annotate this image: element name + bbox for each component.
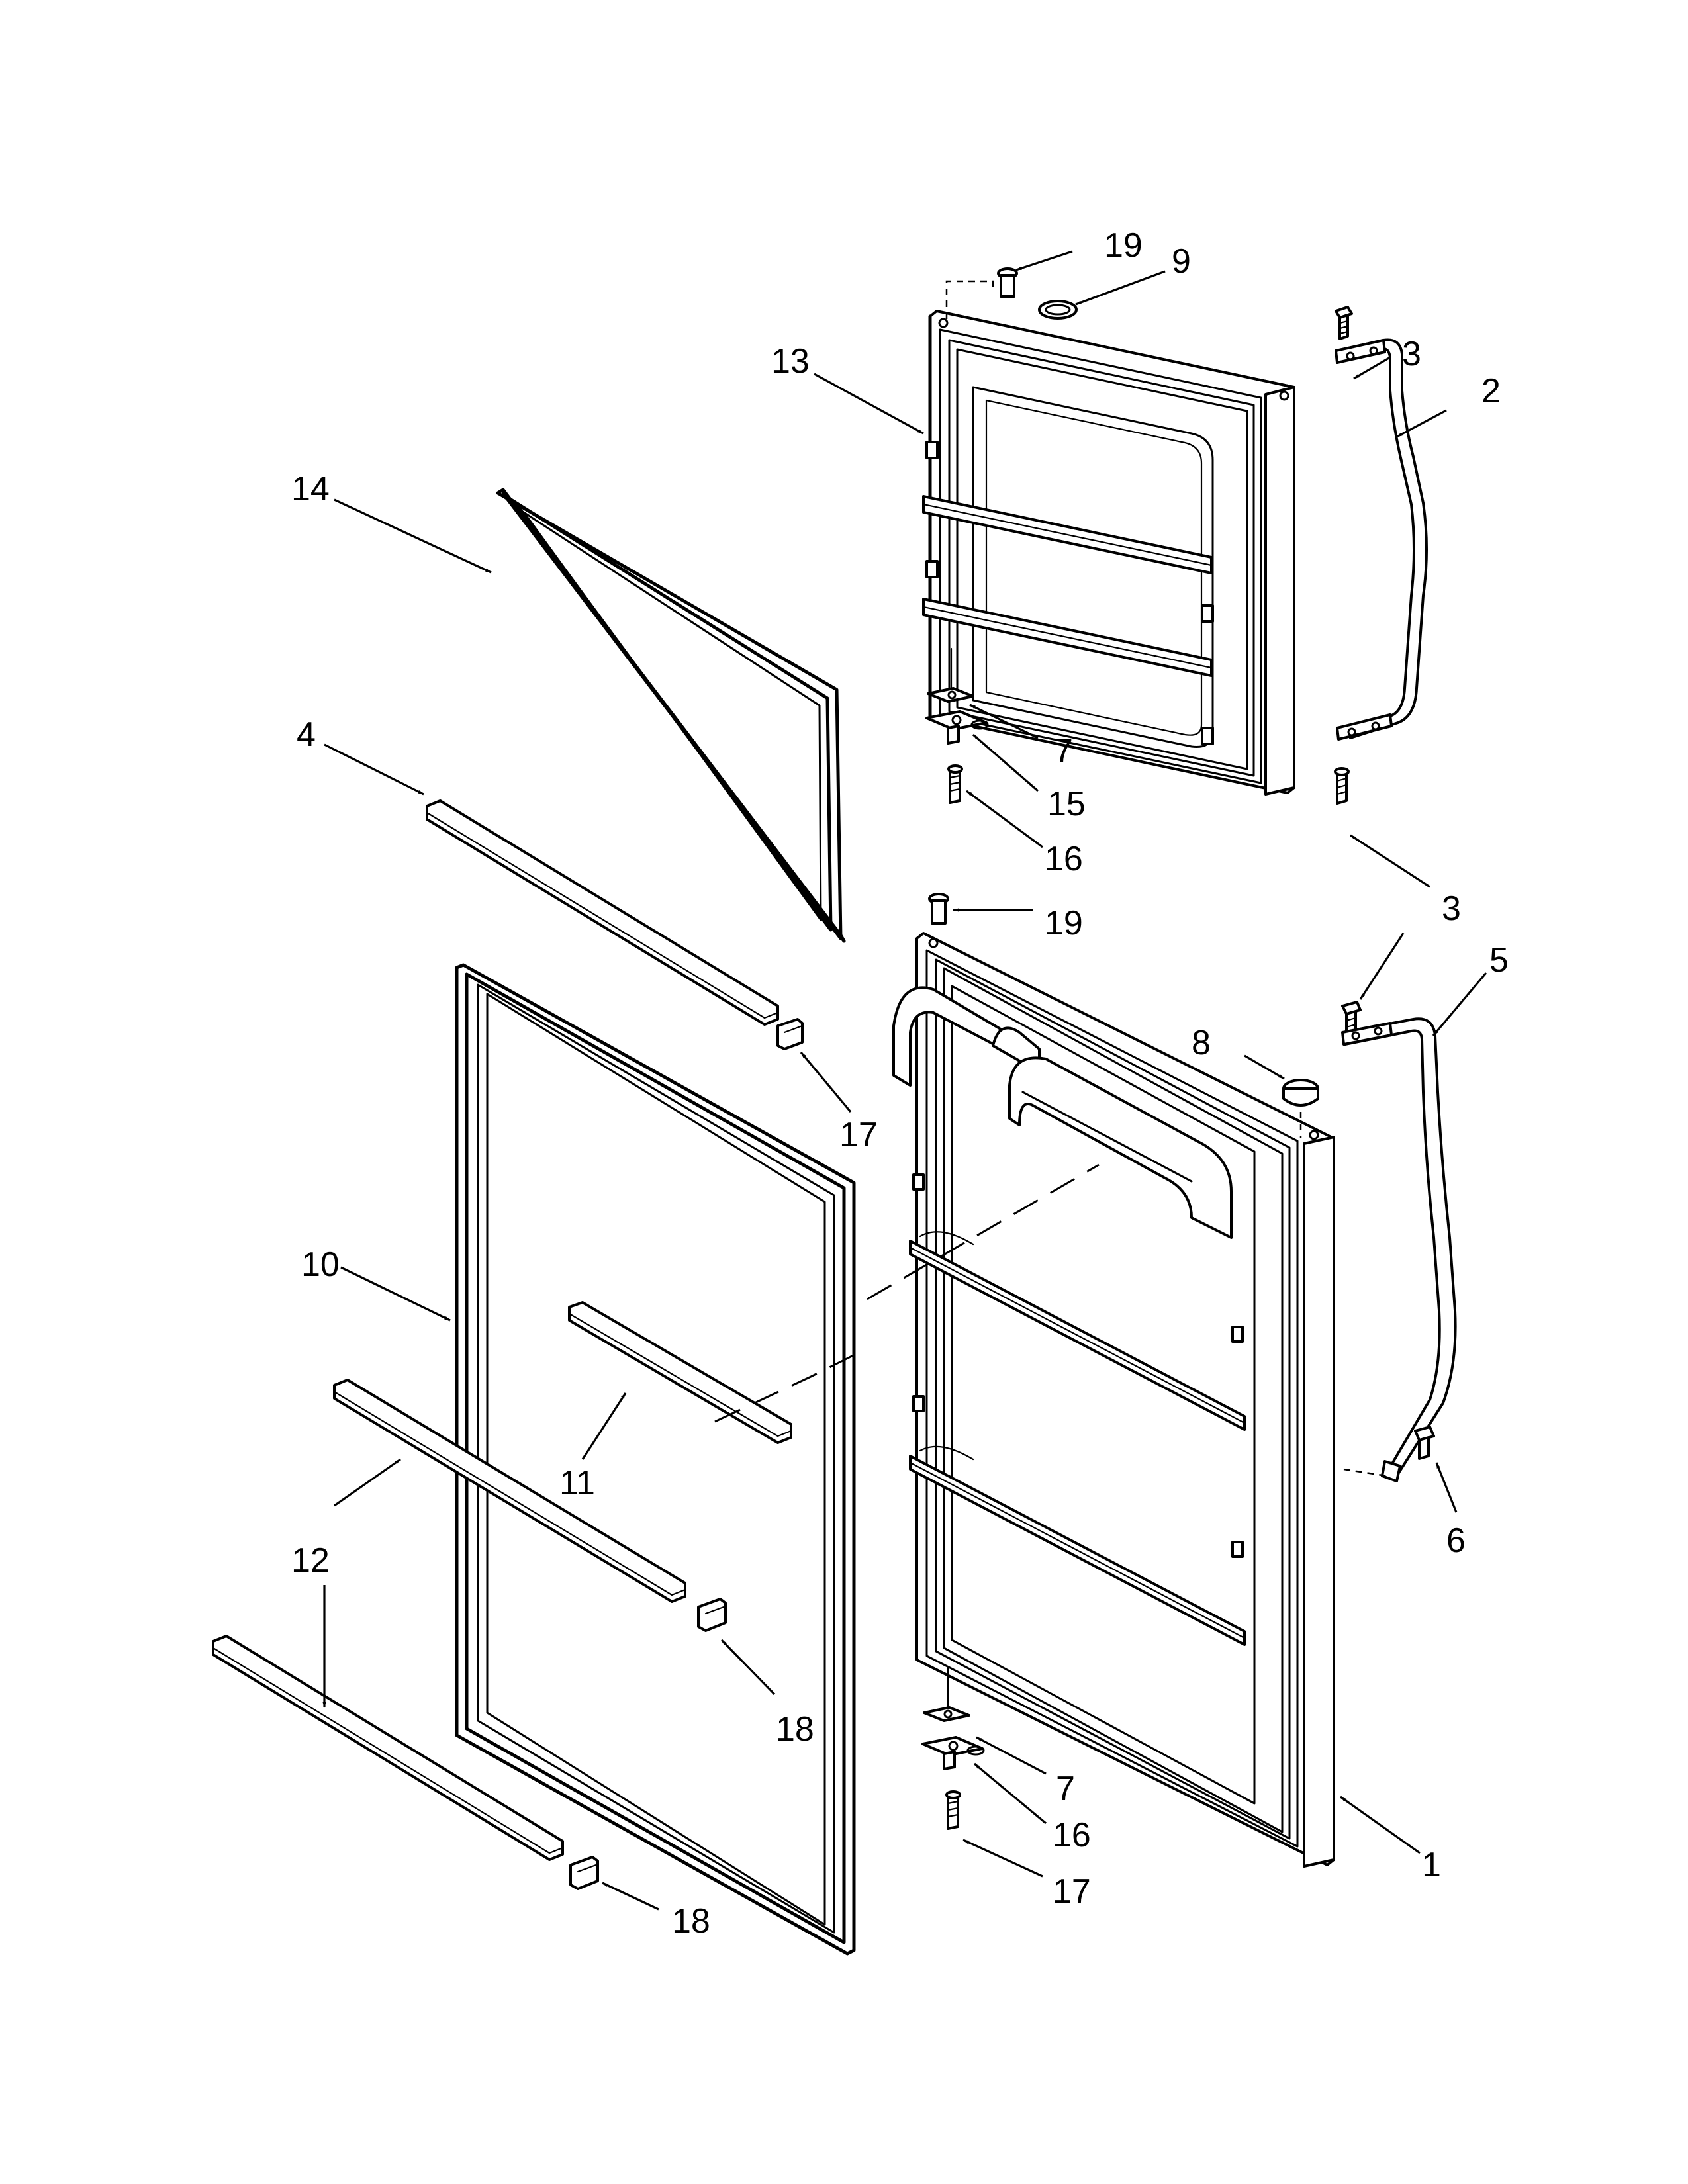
- fresh-food-door: [892, 932, 1335, 1868]
- screw-3-b: [1334, 767, 1350, 805]
- trim-11: [568, 1301, 792, 1444]
- callout-labels: 19 9 13 3 2 14 4 7 15 16 3 19 5 8 17 10 …: [291, 226, 1509, 1940]
- callout-3-top: 3: [1402, 335, 1421, 373]
- callout-13: 13: [771, 342, 810, 381]
- trim-4: [426, 799, 779, 1026]
- callout-1: 1: [1422, 1846, 1441, 1884]
- lower-hinge: [921, 1666, 985, 1830]
- callout-16-lower: 17: [1053, 1872, 1091, 1911]
- plug-8: [1282, 1079, 1319, 1138]
- callout-8: 8: [1192, 1024, 1211, 1062]
- callout-3-mid: 3: [1442, 889, 1461, 928]
- alignment-line-9: [867, 1163, 1100, 1300]
- callout-17: 17: [839, 1116, 878, 1154]
- callout-4: 4: [297, 715, 316, 754]
- trim-12-lower: [212, 1635, 564, 1861]
- callout-7-lower: 7: [1056, 1770, 1075, 1808]
- washer-10: [1038, 300, 1078, 320]
- pin-19-lower: [928, 893, 949, 925]
- callout-6: 6: [1446, 1522, 1466, 1560]
- pin-19-top: [997, 267, 1018, 298]
- fresh-food-handle: [1341, 1017, 1457, 1482]
- screw-3-a: [1335, 306, 1353, 340]
- callout-12: 12: [291, 1541, 330, 1580]
- trim-12-upper: [333, 1379, 686, 1603]
- callout-16-top: 16: [1045, 840, 1083, 878]
- freezer-gasket: [496, 488, 846, 943]
- callout-10: 9: [1172, 242, 1191, 281]
- callout-7-top: 7: [1054, 732, 1073, 770]
- clip-18-upper: [697, 1598, 727, 1632]
- callout-18-lower: 18: [672, 1902, 710, 1940]
- leader-lines: [322, 250, 1487, 1911]
- callout-11: 11: [559, 1464, 595, 1502]
- callout-15-lower: 16: [1053, 1816, 1091, 1854]
- callout-19-lower: 19: [1045, 904, 1083, 942]
- door-gasket: [455, 963, 856, 1956]
- screw-6: [1414, 1426, 1435, 1460]
- callout-15-top: 15: [1047, 785, 1086, 823]
- clip-17: [776, 1018, 804, 1050]
- freezer-hinge: [925, 647, 989, 804]
- callout-14: 14: [291, 470, 330, 508]
- callout-18-upper: 18: [776, 1710, 814, 1749]
- callout-19-top: 19: [1104, 226, 1143, 265]
- alignment-line-11: [714, 1349, 865, 1423]
- callout-2: 2: [1481, 372, 1501, 410]
- freezer-handle: [1335, 338, 1428, 741]
- callout-9: 10: [301, 1246, 340, 1284]
- callout-5: 5: [1489, 941, 1509, 979]
- freezer-door: [922, 280, 1295, 796]
- clip-18-lower: [569, 1856, 599, 1890]
